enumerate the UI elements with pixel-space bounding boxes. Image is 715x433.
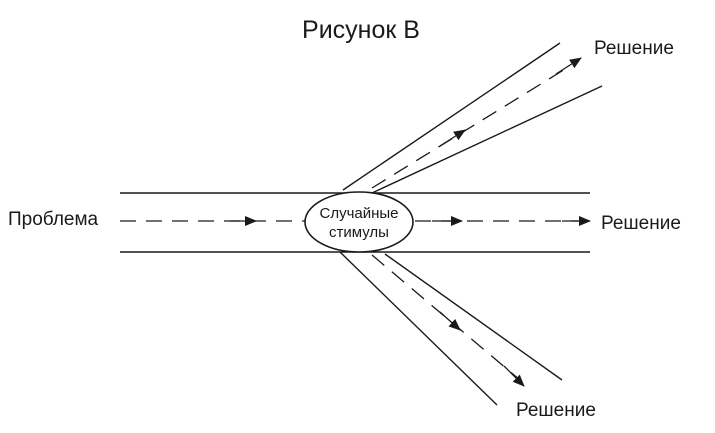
oval-label-line2: стимулы xyxy=(329,224,389,241)
upper-path-arrow-1 xyxy=(439,129,466,147)
upper-branch-inner-edge xyxy=(371,85,603,194)
oval-label-line1: Случайные xyxy=(319,205,398,222)
solution-label-upper: Решение xyxy=(594,38,674,59)
lower-path-arrow-1 xyxy=(439,311,461,331)
random-stimuli-oval xyxy=(304,191,414,253)
figure-title: Рисунок B xyxy=(302,16,420,44)
lower-path-dashes xyxy=(371,254,521,381)
lower-path-arrow-2 xyxy=(503,365,525,387)
upper-branch-outer-edge xyxy=(342,42,561,191)
lower-branch-inner-edge xyxy=(384,253,563,381)
lower-branch-outer-edge xyxy=(339,251,498,406)
problem-label: Проблема xyxy=(8,209,99,230)
solution-label-middle: Решение xyxy=(601,213,681,234)
solution-label-lower: Решение xyxy=(516,400,596,421)
upper-path-dashes xyxy=(371,65,571,189)
upper-path-arrow-2 xyxy=(555,57,582,75)
